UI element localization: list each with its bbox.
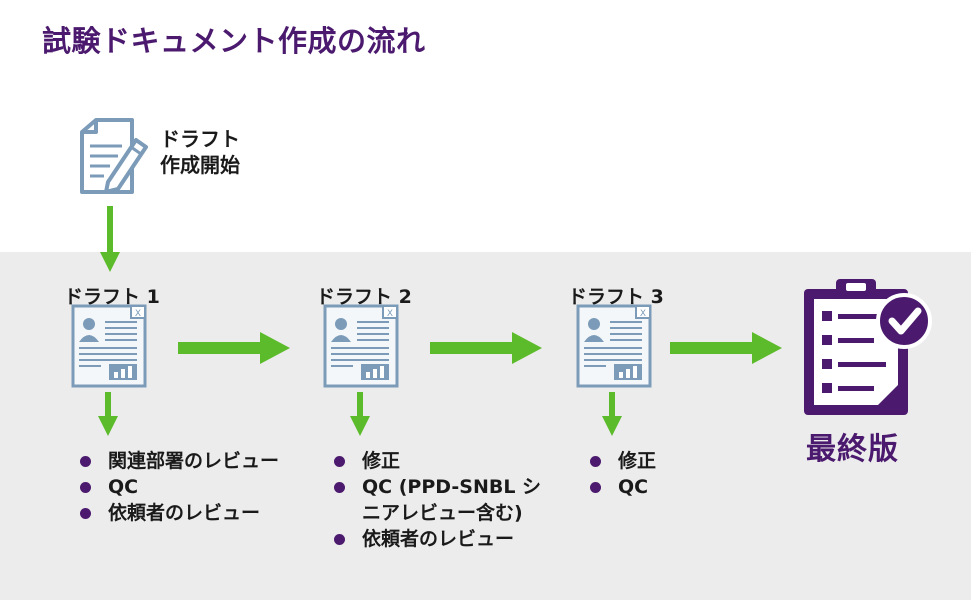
arrow-right-3	[670, 332, 782, 364]
page-title: 試験ドキュメント作成の流れ	[42, 24, 426, 58]
list-item: 修正	[588, 448, 748, 474]
draft-1-tasks: 関連部署のレビュー QC 依頼者のレビュー	[78, 448, 318, 526]
arrow-down-3	[602, 392, 622, 436]
draft-3-tasks: 修正 QC	[588, 448, 748, 500]
list-item: QC	[78, 474, 318, 500]
arrow-down-1	[98, 392, 118, 436]
draft-2-document-icon: X	[323, 304, 399, 388]
svg-text:X: X	[387, 309, 393, 319]
svg-text:X: X	[640, 309, 646, 319]
list-item: 関連部署のレビュー	[78, 448, 318, 474]
clipboard-check-icon	[804, 279, 932, 415]
start-label-line1: ドラフト	[160, 127, 240, 151]
list-item: 依頼者のレビュー	[78, 500, 318, 526]
list-item: QC (PPD-SNBL シニアレビュー含む)	[332, 474, 550, 526]
draft-2-title: ドラフト 2	[316, 286, 412, 308]
draft-3-document-icon: X	[576, 304, 652, 388]
arrow-right-1	[178, 332, 290, 364]
start-label: ドラフト 作成開始	[160, 126, 240, 178]
list-item: 修正	[332, 448, 550, 474]
document-pencil-icon	[80, 118, 148, 194]
start-label-line2: 作成開始	[160, 153, 240, 177]
arrow-down-2	[350, 392, 370, 436]
list-item: QC	[588, 474, 748, 500]
draft-1-document-icon: X	[71, 304, 147, 388]
draft-2-tasks: 修正 QC (PPD-SNBL シニアレビュー含む) 依頼者のレビュー	[332, 448, 550, 552]
arrow-right-2	[430, 332, 542, 364]
draft-1-title: ドラフト 1	[64, 286, 160, 308]
list-item: 依頼者のレビュー	[332, 526, 550, 552]
svg-text:X: X	[135, 309, 141, 319]
draft-3-title: ドラフト 3	[568, 286, 664, 308]
arrow-down-start	[100, 206, 120, 272]
final-label: 最終版	[806, 432, 899, 467]
